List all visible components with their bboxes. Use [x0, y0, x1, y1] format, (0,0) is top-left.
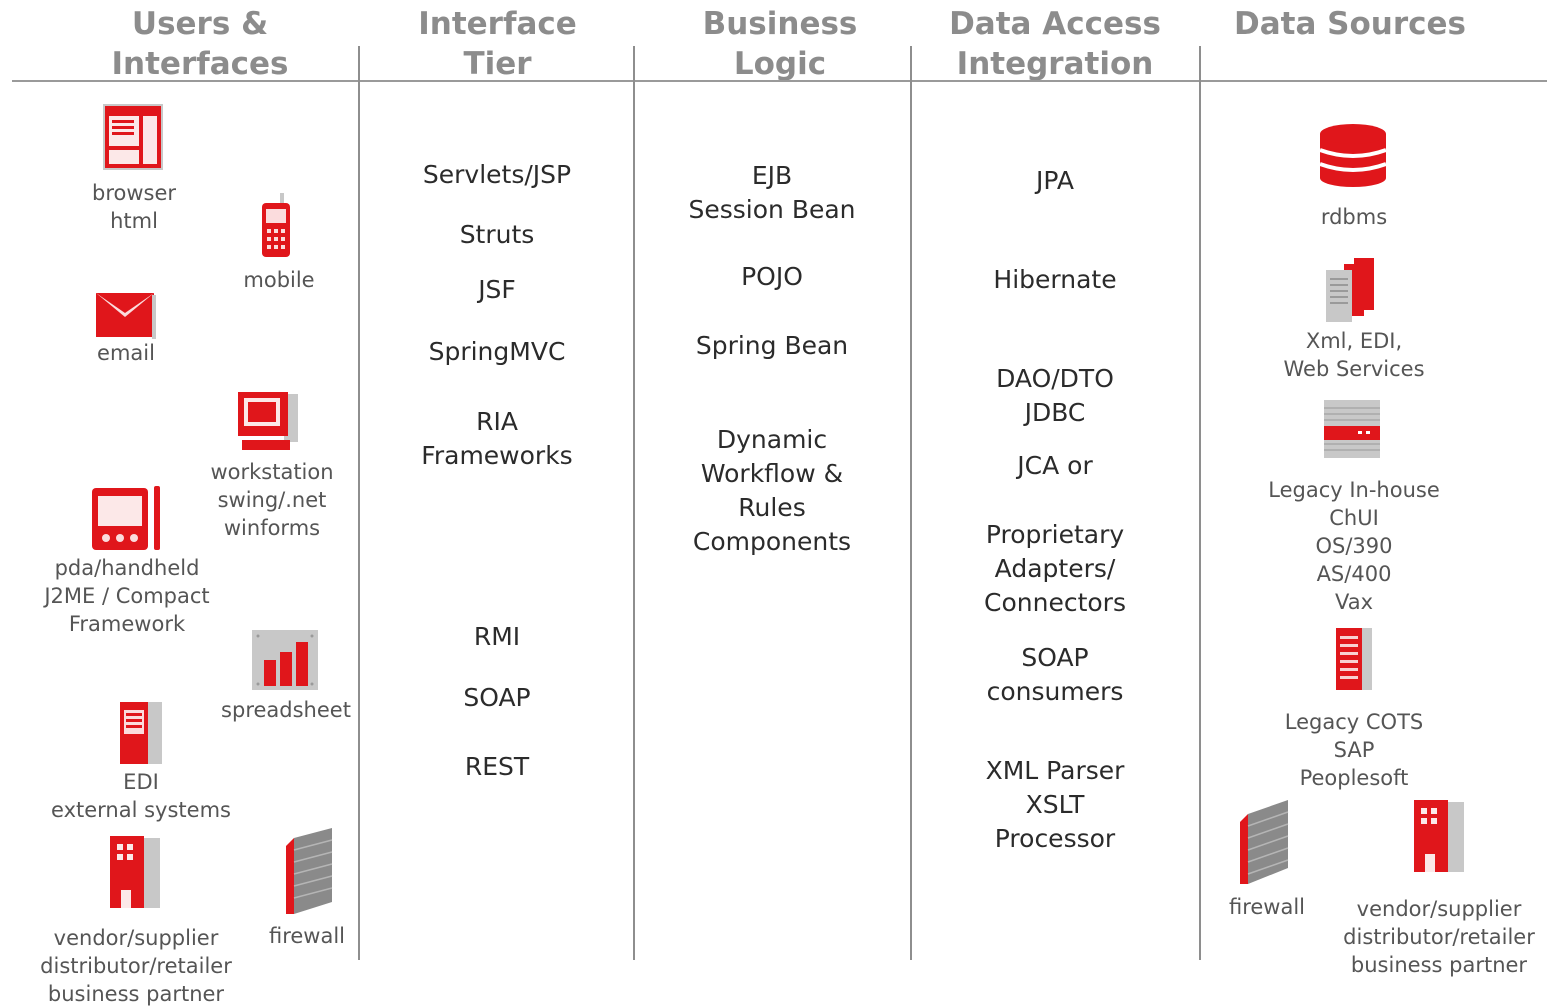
tech-springmvc: SpringMVC: [428, 337, 566, 366]
firewall-label-right: firewall: [1228, 895, 1306, 919]
workstation-icon: [238, 390, 300, 454]
tech-spring-bean: Spring Bean: [695, 331, 849, 360]
tech-hibernate: Hibernate: [993, 265, 1117, 294]
tech-rest: REST: [464, 752, 530, 781]
tech-jca: JCA or: [1017, 451, 1093, 480]
tech-jsf: JSF: [478, 275, 516, 304]
firewall-icon: [280, 826, 336, 916]
tech-rmi: RMI: [473, 622, 521, 651]
header-divider: [12, 80, 1547, 82]
xml-documents-icon: [1324, 256, 1380, 324]
pda-handheld-icon: [92, 486, 164, 552]
tech-soap: SOAP: [463, 683, 531, 712]
mobile-phone-icon: [258, 193, 294, 259]
edi-server-icon: [118, 700, 164, 766]
legacy-server-icon: [1322, 394, 1384, 460]
rdbms-label: rdbms: [1320, 205, 1388, 229]
email-envelope-icon: [96, 289, 158, 339]
tech-pojo: POJO: [741, 262, 803, 291]
column-divider-3: [910, 46, 912, 960]
email-label: email: [97, 341, 155, 365]
tech-servlets-jsp: Servlets/JSP: [422, 160, 572, 189]
firewall-label: firewall: [268, 924, 346, 948]
header-data-sources: Data Sources: [1233, 6, 1466, 42]
spreadsheet-icon: [250, 628, 322, 694]
tech-jpa: JPA: [1036, 166, 1074, 195]
database-icon: [1318, 120, 1388, 190]
vendor-building-icon: [108, 834, 164, 912]
mobile-label: mobile: [243, 268, 315, 292]
column-divider-1: [358, 46, 360, 960]
vendor-building-icon: [1412, 798, 1468, 876]
column-divider-4: [1199, 46, 1201, 960]
xml-edi-label: Xml, EDI,Web Services: [1283, 329, 1425, 381]
header-users-interfaces: Users &Interfaces: [111, 6, 289, 82]
browser-icon: [103, 104, 165, 170]
tech-struts: Struts: [459, 220, 535, 249]
column-divider-2: [633, 46, 635, 960]
legacy-cots-rack-icon: [1334, 626, 1374, 692]
spreadsheet-label: spreadsheet: [221, 698, 351, 722]
firewall-icon: [1238, 796, 1294, 886]
